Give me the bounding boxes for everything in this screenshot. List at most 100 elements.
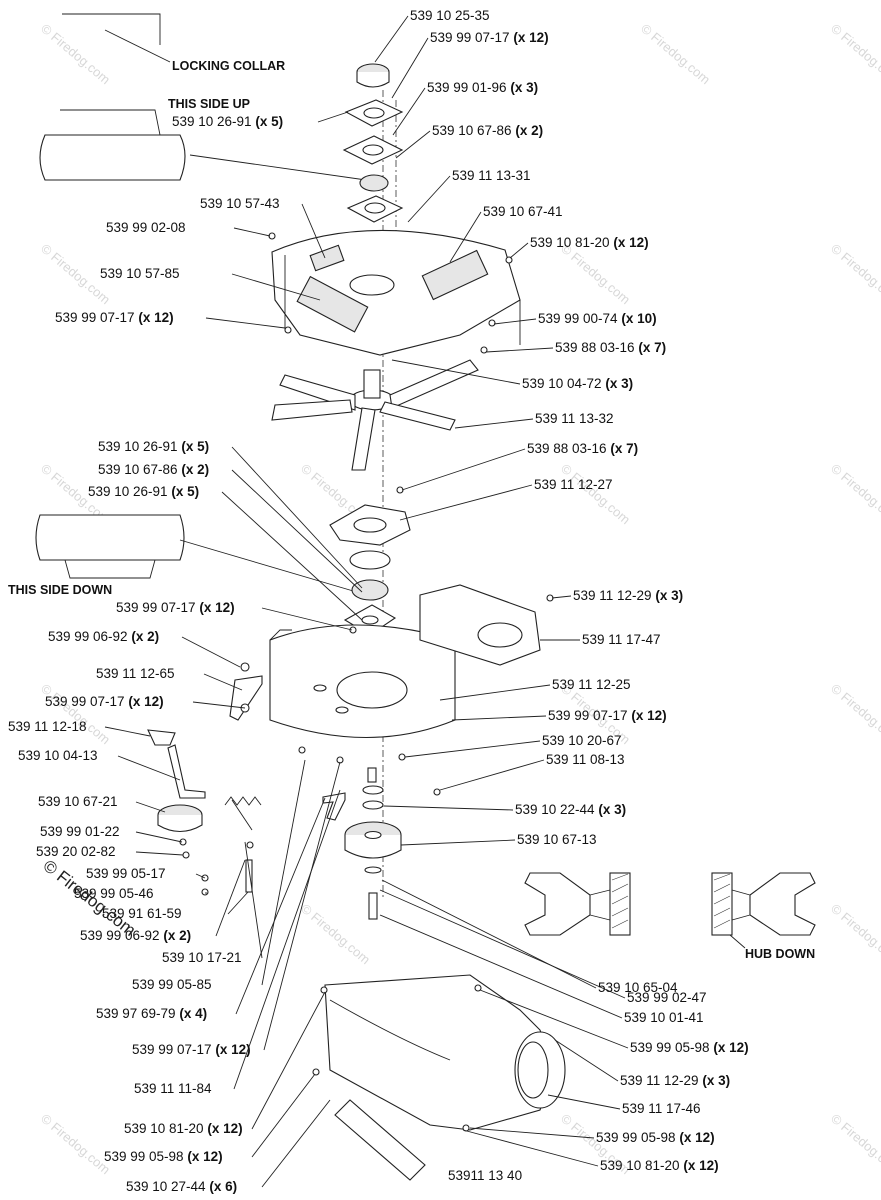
part-number: 539 10 20-67 [542,733,622,748]
leader-line [485,347,554,353]
part-number: 539 11 12-29 [573,588,652,603]
part-number: 539 10 81-20 [530,235,610,250]
leader-line [379,914,623,1019]
part-quantity: (x 2) [512,123,544,138]
part-callout: 539 11 12-18 [8,719,87,734]
leader-line [404,740,541,758]
leader-line [301,203,326,259]
part-number: 539 99 07-17 [548,708,628,723]
part-callout: 539 10 57-43 [200,196,280,211]
parts-illustration [35,13,816,1181]
part-quantity: (x 12) [610,235,649,250]
leader-line [203,673,243,691]
part-number: 539 99 05-98 [104,1149,184,1164]
part-number: 539 88 03-16 [527,441,607,456]
part-number: 539 10 17-21 [162,950,242,965]
leader-lines [104,15,629,1188]
part-quantity: (x 12) [676,1130,715,1145]
leader-line [195,873,206,879]
part-number: 539 10 04-13 [18,748,98,763]
part-quantity: (x 2) [128,629,160,644]
part-number: 539 99 00-74 [538,311,618,326]
part-quantity: (x 3) [699,1073,731,1088]
leader-line [104,726,151,737]
part-callout: 539 10 65-04 [598,980,678,995]
leader-line [135,851,184,856]
part-callout: 539 10 26-91 (x 5) [88,484,199,499]
part-callout: 539 10 81-20 (x 12) [530,235,649,250]
part-number: 539 11 12-25 [552,677,631,692]
part-number: 539 10 81-20 [600,1158,680,1173]
part-number: 539 99 07-17 [45,694,125,709]
leader-line [135,801,166,813]
part-number: 539 88 03-16 [555,340,635,355]
part-quantity: (x 12) [710,1040,749,1055]
part-number: 539 11 13-32 [535,411,614,426]
part-callout: 539 10 22-44 (x 3) [515,802,626,817]
part-callout: 539 10 26-91 (x 5) [172,114,283,129]
leader-line [231,446,363,589]
note-this-side-up: THIS SIDE UP [168,97,250,111]
part-callout: 539 99 07-17 (x 12) [55,310,174,325]
leader-line [392,87,426,136]
leader-line [439,684,551,701]
part-quantity: (x 3) [652,588,684,603]
part-callout: 539 99 07-17 (x 12) [430,30,549,45]
leader-line [231,273,321,301]
part-callout: 539 10 57-85 [100,266,180,281]
part-callout: 539 10 26-91 (x 5) [98,439,209,454]
watermark-text: © Firedog.com [558,461,633,527]
part-callout: 539 97 69-79 (x 4) [96,1006,207,1021]
leader-line [451,715,547,721]
leader-line [251,1073,316,1158]
part-callout: 539 99 07-17 (x 12) [548,708,667,723]
watermark-text: © Firedog.com [298,901,373,967]
part-number: 539 10 27-44 [126,1179,206,1194]
leader-line [192,701,246,709]
part-number: 539 99 01-96 [427,80,507,95]
watermark-text: © Firedog.com [638,21,713,87]
part-callout: 539 10 01-41 [624,1010,704,1025]
leader-line [233,789,341,1090]
leader-line [261,1099,331,1188]
part-callout: 539 10 67-21 [38,794,118,809]
part-quantity: (x 2) [178,462,210,477]
leader-line [263,761,341,1051]
part-callout: 539 99 02-47 [627,990,707,1005]
part-number: 539 10 57-43 [200,196,280,211]
part-callout: 539 10 27-44 (x 6) [126,1179,237,1194]
part-quantity: (x 12) [212,1042,251,1057]
part-callout: 539 99 01-96 (x 3) [427,80,538,95]
part-number: 539 10 22-44 [515,802,595,817]
part-quantity: (x 3) [595,802,627,817]
leader-line [244,841,263,959]
part-quantity: (x 12) [196,600,235,615]
part-callout: 539 11 17-47 [582,632,661,647]
part-callout: 539 10 67-13 [517,832,597,847]
leader-line [509,242,529,259]
leader-line [205,317,286,329]
part-number: 539 11 17-47 [582,632,661,647]
part-number: 539 10 04-72 [522,376,602,391]
note-this-side-down: THIS SIDE DOWN [8,583,112,597]
note-locking-collar: LOCKING COLLAR [172,59,285,73]
watermark-text: © Firedog.com [828,901,881,967]
watermark-text: © Firedog.com [828,1111,881,1177]
part-callout: 539 99 05-46 [74,886,154,901]
leader-line [391,37,429,99]
part-callout: 539 11 12-25 [552,677,631,692]
part-number: 539 11 12-65 [96,666,175,681]
part-callout: 539 10 25-35 [410,8,490,23]
part-callout: 539 11 13-32 [535,411,614,426]
part-callout: 539 99 06-92 (x 2) [48,629,159,644]
part-number: 539 99 07-17 [430,30,510,45]
part-quantity: (x 5) [178,439,210,454]
part-quantity: (x 12) [680,1158,719,1173]
part-callout: 539 10 20-67 [542,733,622,748]
part-callout: 539 10 81-20 (x 12) [600,1158,719,1173]
part-quantity: (x 12) [510,30,549,45]
part-quantity: (x 12) [628,708,667,723]
leader-line [554,1039,619,1082]
part-callout: 539 99 05-98 (x 12) [630,1040,749,1055]
